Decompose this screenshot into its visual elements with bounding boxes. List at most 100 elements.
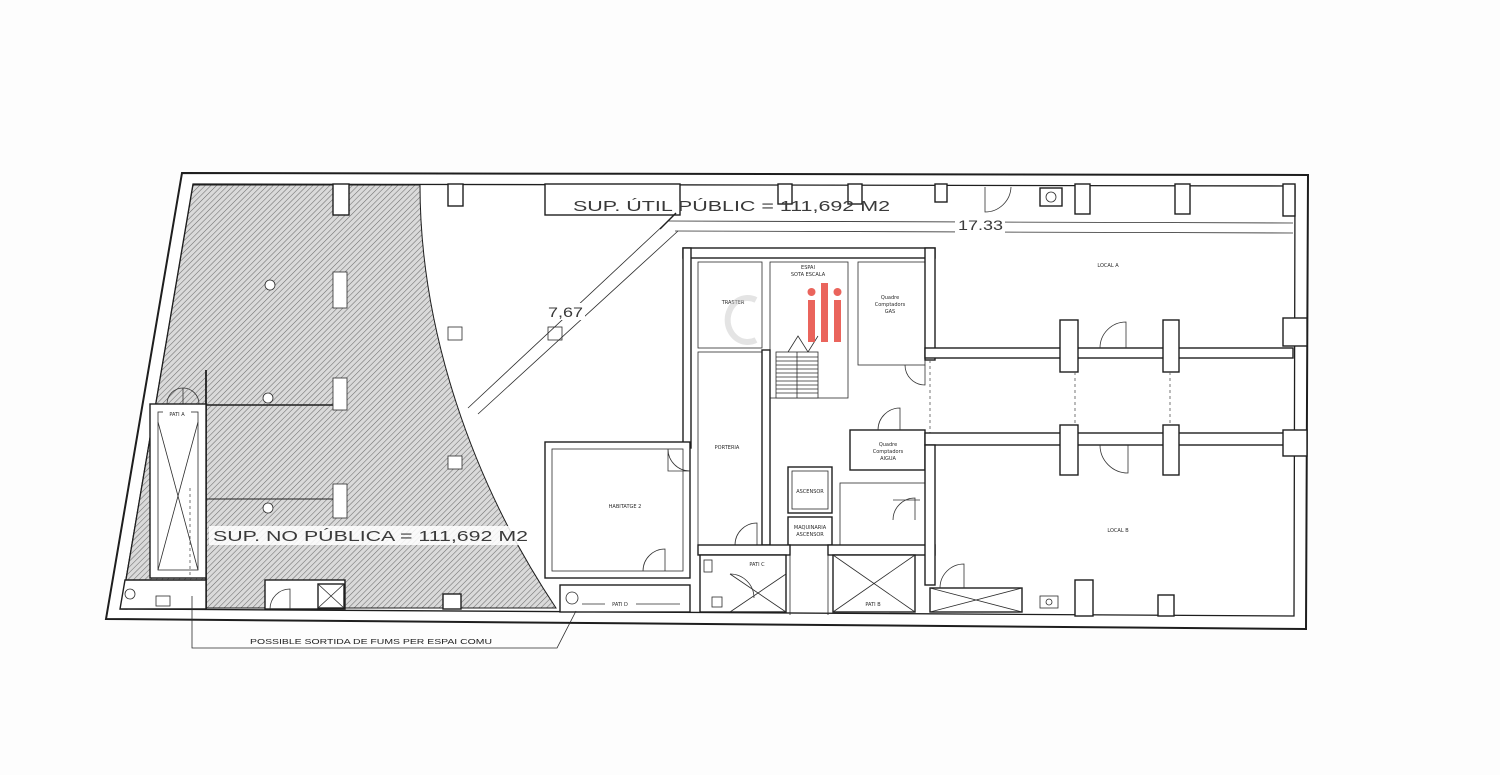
wall-recess (544, 183, 681, 216)
wall-notch (442, 593, 462, 610)
watermark-logo-bar (834, 300, 841, 342)
pilaster (934, 183, 948, 203)
washbasin-symbol (155, 595, 171, 607)
watermark-logo (724, 283, 842, 345)
square-column (332, 377, 348, 411)
local-b-label: LOCAL B (1107, 528, 1129, 534)
dimension-diagonal-label: 7,67 (548, 304, 583, 320)
habitatge-outer-wall (544, 441, 691, 579)
round-column (264, 279, 276, 291)
door-swing (1099, 444, 1129, 474)
locals: LOCAL A LOCAL B (893, 247, 1308, 617)
door-swing (166, 387, 184, 405)
watermark-logo-bar (808, 300, 815, 342)
building-inner-wall (120, 183, 1296, 617)
watermark-logo-dot (807, 288, 816, 296)
room-stair-label-line1: ESPAI (801, 265, 815, 271)
pati-d-outline (559, 584, 691, 613)
door-swing (642, 548, 666, 572)
pilaster (1162, 424, 1180, 476)
lower-left-service-space (119, 579, 207, 610)
round-column (262, 502, 274, 514)
pilaster (1157, 594, 1175, 617)
square-column (332, 271, 348, 309)
non-public-area-label: SUP. NO PÚBLICA = 111,692 M2 (213, 528, 528, 545)
toilet-symbol (703, 559, 713, 573)
dimension-line-diagonal (477, 230, 679, 415)
door-swing (939, 563, 965, 589)
pilaster (1174, 183, 1191, 215)
smoke-outlet-note: POSSIBLE SORTIDA DE FUMS PER ESPAI COMU (191, 596, 577, 649)
pati-d-label: PATI D (612, 602, 628, 608)
non-public-label-bg (209, 526, 533, 545)
toilet-symbol (711, 596, 723, 608)
door-swing (904, 364, 926, 386)
pati-c-label: PATI C (749, 562, 765, 568)
drain-symbol (124, 588, 136, 600)
dimension-lines: 17.33 7,67 (467, 212, 1294, 415)
square-column (547, 326, 563, 341)
staircase (775, 335, 819, 399)
core-bottom-wall (697, 544, 791, 556)
dimension-label-bg (955, 216, 1005, 233)
square-column (332, 483, 348, 519)
core-left-wall (682, 247, 692, 449)
door-swing (877, 407, 901, 431)
top-wall-pilasters (332, 183, 1296, 217)
square-column (447, 326, 463, 341)
square-column (447, 455, 463, 470)
pilaster (1074, 183, 1091, 215)
shaft-cross (929, 587, 1023, 613)
area-labels: SUP. ÚTIL PÚBLIC = 111,692 M2 SUP. NO PÚ… (209, 198, 890, 545)
door-swing (1099, 321, 1127, 349)
drain-symbol (1045, 191, 1057, 203)
elevator-cabin (791, 470, 829, 510)
pati-d-drain (565, 591, 579, 605)
pati-a: PATI A (149, 387, 207, 579)
pati-a-outline (149, 403, 207, 579)
pati-a-cross (157, 421, 199, 571)
pilaster (847, 183, 863, 205)
dimension-label-bg (545, 303, 585, 320)
room-habitatge: HABITATGE 2 (544, 441, 691, 579)
door-swing (269, 588, 291, 610)
room-water-meters-label-line3: AIGUA (880, 456, 896, 462)
pati-b-label-bg (859, 600, 887, 608)
service-box (1039, 187, 1063, 207)
pilaster (332, 183, 350, 216)
pati-a-label-bg (163, 411, 191, 418)
pilaster (777, 183, 793, 205)
local-a-left-wall (924, 247, 936, 361)
dimension-length-label: 17.33 (958, 217, 1003, 233)
pilaster (1059, 424, 1079, 476)
local-a-label: LOCAL A (1097, 263, 1119, 269)
pilaster (1282, 317, 1308, 347)
pati-b-label: PATI B (865, 602, 881, 608)
pilaster (1162, 319, 1180, 373)
elevator-machine-room (787, 516, 833, 546)
patis: PATI D PATI C PATI B (559, 554, 1059, 613)
watermark-logo-dot (833, 288, 842, 296)
room-porteria (697, 351, 763, 546)
room-traster (697, 261, 763, 349)
pilaster (1282, 183, 1296, 217)
core-top-wall (682, 247, 936, 259)
shaft-cross (317, 583, 345, 609)
drain-symbol (1045, 598, 1053, 606)
note-leader-line (191, 596, 577, 649)
core-bottom-wall (827, 544, 936, 556)
elevator-machine-label-line2: ASCENSOR (796, 532, 824, 538)
room-water-meters-label-line2: Comptadors (873, 449, 904, 455)
habitatge-label: HABITATGE 2 (609, 504, 642, 510)
room-gas-meters (857, 261, 926, 366)
elevator-shaft (787, 466, 833, 514)
pati-c-cross (729, 573, 787, 613)
porteria-right-wall (761, 349, 771, 546)
door-swing (667, 448, 691, 472)
room-water-meters (849, 429, 926, 471)
round-column (262, 392, 274, 404)
room-porteria-label: PORTERIA (715, 445, 740, 451)
pilaster (1059, 319, 1079, 373)
pati-b-cross (832, 554, 916, 613)
room-gas-meters-label-line3: GAS (885, 309, 895, 315)
